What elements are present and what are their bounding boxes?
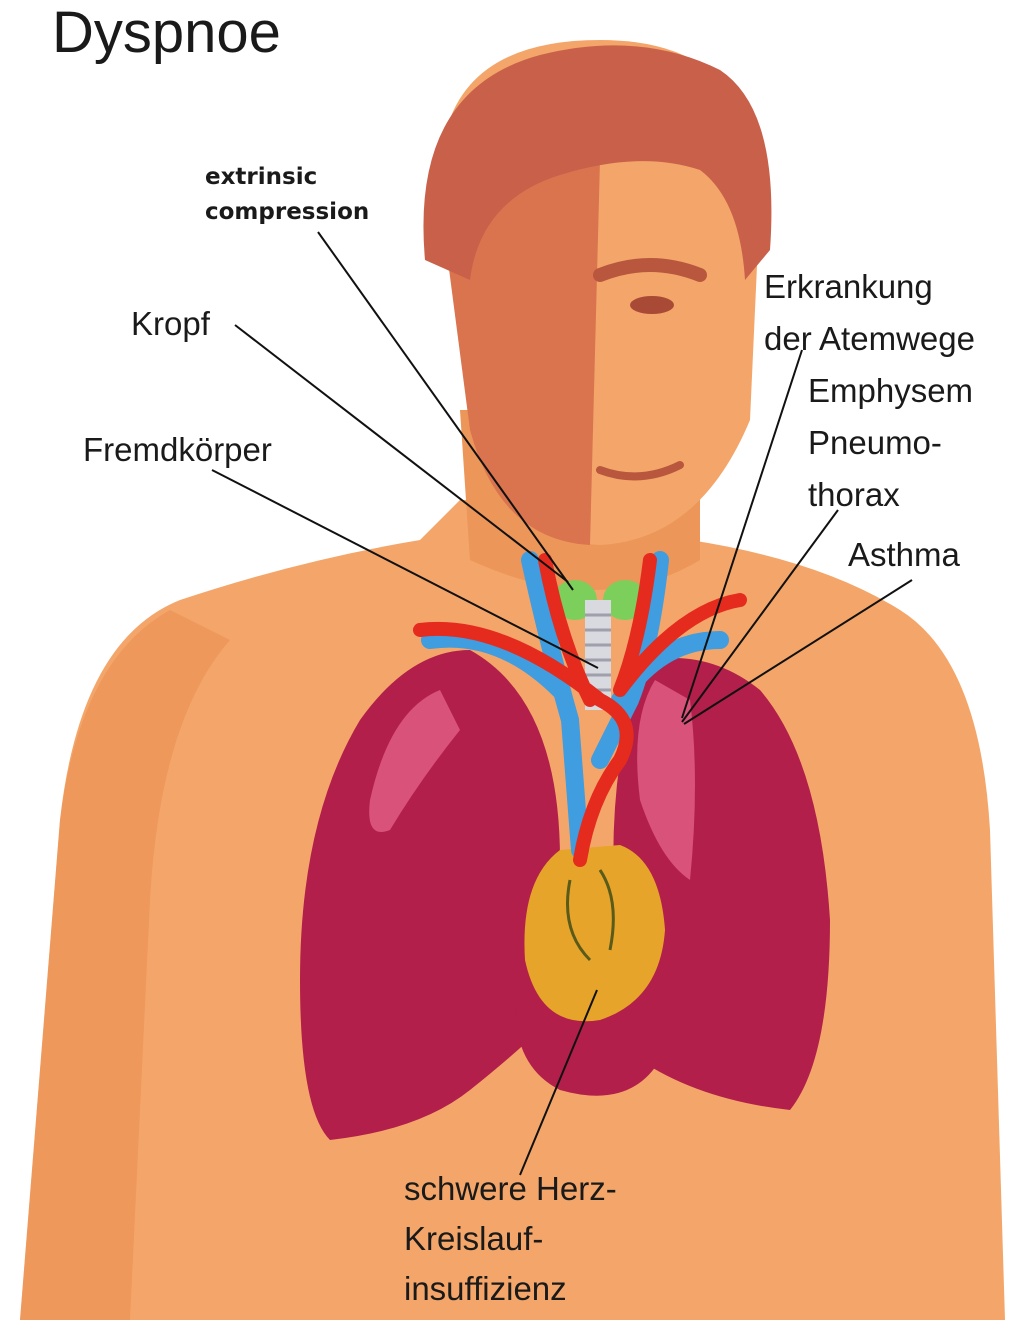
label-herz-1: schwere Herz- bbox=[404, 1172, 617, 1205]
diagram-title: Dyspnoe bbox=[52, 4, 281, 62]
label-fremdkoerper: Fremdkörper bbox=[83, 433, 272, 466]
label-extrinsic: extrinsic bbox=[205, 166, 317, 189]
label-asthma: Asthma bbox=[848, 538, 960, 571]
label-pneumo: Pneumo- bbox=[808, 426, 942, 459]
label-kropf: Kropf bbox=[131, 307, 210, 340]
label-erkrankung: Erkrankung bbox=[764, 270, 933, 303]
label-atemwege: der Atemwege bbox=[764, 322, 975, 355]
label-thorax: thorax bbox=[808, 478, 900, 511]
label-emphysem: Emphysem bbox=[808, 374, 973, 407]
label-compression: compression bbox=[205, 201, 369, 224]
label-herz-3: insuffizienz bbox=[404, 1272, 567, 1305]
eye bbox=[630, 296, 674, 314]
label-herz-2: Kreislauf- bbox=[404, 1222, 543, 1255]
